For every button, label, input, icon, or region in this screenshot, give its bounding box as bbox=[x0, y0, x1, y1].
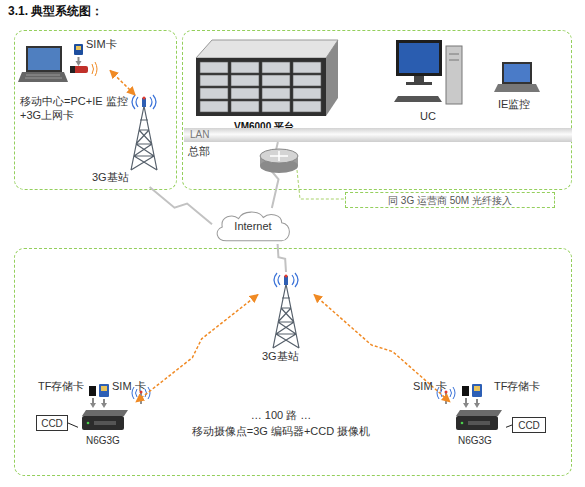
device-icon: SIM卡 bbox=[20, 38, 110, 92]
diagram-title: 3.1. 典型系统图： bbox=[8, 5, 103, 18]
card-symbols bbox=[89, 384, 109, 408]
laptop-monitor: IE监控 bbox=[492, 58, 542, 114]
network-link bbox=[150, 187, 212, 224]
server-front bbox=[196, 58, 326, 116]
monitor-screen bbox=[399, 43, 439, 73]
note-box: 同 3G 运营商 50M 光纤接入 bbox=[345, 192, 555, 208]
node-text: IE监控 bbox=[498, 98, 530, 111]
tower-symbol bbox=[273, 273, 299, 348]
internet-cloud: Internet bbox=[212, 208, 294, 244]
laptop-screen bbox=[28, 48, 60, 70]
region: 移动中心=PC+IE 监控+3G上网卡SIM卡3G基站 bbox=[14, 30, 177, 190]
node-text: CCD bbox=[37, 417, 67, 430]
monitor-frame bbox=[396, 40, 442, 76]
base-station: 3G基站 bbox=[92, 95, 164, 187]
server-platform: VM6000 平台 bbox=[188, 36, 338, 136]
node-text: CCD bbox=[513, 419, 545, 432]
laptop-base bbox=[494, 84, 540, 92]
tower-symbol bbox=[131, 95, 157, 170]
drive-bay bbox=[293, 88, 321, 99]
part-label: SIM 卡 bbox=[413, 380, 447, 393]
part-label: TF存储卡 bbox=[38, 380, 84, 393]
camera-box: CCD bbox=[36, 415, 68, 431]
laptop-base bbox=[18, 72, 68, 82]
node-text: … 100 路 … bbox=[171, 409, 391, 422]
drive-bay bbox=[231, 75, 259, 86]
camera-box: CCD bbox=[512, 417, 546, 433]
node-text: N6G3G bbox=[458, 434, 492, 447]
encoder-symbol bbox=[82, 410, 128, 430]
laptop-screen-frame bbox=[26, 46, 62, 72]
drive-bays bbox=[200, 62, 321, 112]
node-text: 3G基站 bbox=[92, 171, 129, 184]
drive-bay bbox=[200, 75, 228, 86]
laptop-screen-frame bbox=[502, 62, 532, 84]
region: 总部 VM6000 平台 UC IE监控 LAN bbox=[182, 30, 572, 190]
server-top bbox=[196, 40, 338, 58]
network-link bbox=[278, 244, 286, 272]
wireless-link bbox=[136, 295, 258, 403]
drive-slots bbox=[449, 54, 459, 60]
node-text: Internet bbox=[212, 220, 294, 233]
monitor-stand bbox=[414, 76, 424, 82]
drive-bay bbox=[262, 75, 290, 86]
usb-modem bbox=[70, 66, 88, 73]
drive-bay bbox=[200, 88, 228, 99]
node-text: 同 3G 运营商 50M 光纤接入 bbox=[346, 194, 554, 207]
drive-bay bbox=[262, 62, 290, 73]
encoder-device: N6G3G bbox=[450, 402, 506, 448]
drive-bay bbox=[293, 62, 321, 73]
card-symbols bbox=[462, 384, 482, 408]
monitor-base bbox=[406, 82, 432, 85]
cable-link bbox=[506, 425, 512, 427]
lan-bus: LAN bbox=[184, 128, 572, 142]
part-label: TF存储卡 bbox=[494, 380, 540, 393]
node-text: SIM卡 bbox=[86, 38, 117, 51]
node-text: UC bbox=[420, 110, 436, 123]
sim-chip bbox=[76, 46, 81, 50]
drive-bay bbox=[231, 62, 259, 73]
drive-bay bbox=[200, 62, 228, 73]
server-side bbox=[326, 40, 338, 116]
region: … 100 路 … 移动摄像点=3G 编码器+CCD 摄像机 3G基站 N6G3G CC… bbox=[14, 248, 572, 476]
router-top bbox=[260, 149, 298, 163]
cable-link bbox=[68, 423, 78, 427]
drive-bay bbox=[200, 101, 228, 112]
node-text: 总部 bbox=[188, 145, 210, 158]
laptop-keys bbox=[25, 75, 62, 78]
part-label: SIM 卡 bbox=[112, 380, 146, 393]
drive-bay bbox=[293, 101, 321, 112]
signal-arcs bbox=[92, 62, 97, 76]
router-arrows bbox=[270, 151, 288, 161]
node-text: 移动摄像点=3G 编码器+CCD 摄像机 bbox=[171, 425, 391, 438]
base-station: 3G基站 bbox=[258, 272, 314, 362]
sim-card bbox=[74, 44, 83, 55]
encoder-symbol bbox=[456, 410, 502, 430]
leader-line bbox=[297, 170, 345, 199]
laptop-screen bbox=[504, 64, 530, 82]
keyboard bbox=[394, 96, 442, 102]
node-text: LAN bbox=[190, 128, 209, 141]
drive-bay bbox=[293, 75, 321, 86]
node-text: N6G3G bbox=[86, 434, 120, 447]
node-text: 移动中心=PC+IE 监控+3G上网卡 bbox=[20, 94, 135, 122]
insert-arrowhead bbox=[76, 61, 82, 66]
usb-plug bbox=[70, 66, 75, 73]
pc-tower bbox=[446, 46, 462, 104]
drive-bay bbox=[262, 88, 290, 99]
wireless-link bbox=[314, 295, 450, 403]
drive-bay bbox=[231, 88, 259, 99]
node-text: 3G基站 bbox=[262, 350, 299, 363]
drive-bay bbox=[231, 101, 259, 112]
encoder-device: N6G3G bbox=[78, 402, 136, 448]
workstation: UC bbox=[392, 36, 460, 124]
wireless-link bbox=[110, 70, 135, 95]
drive-bay bbox=[262, 101, 290, 112]
